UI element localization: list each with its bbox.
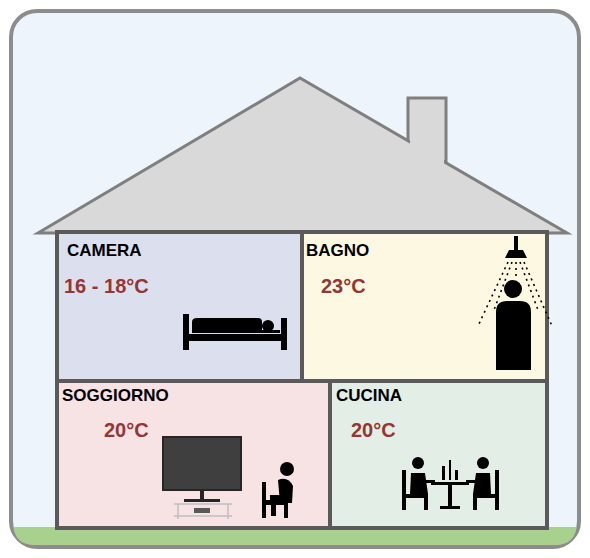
tv-icon-part-part [174,515,232,517]
person-seated-part [271,500,276,516]
tv-icon-part-part [177,504,179,519]
tv-icon-part [200,490,204,500]
shower-icon-part-part [515,262,517,276]
room-box: CUCINA 20°C [330,381,545,526]
person-seated-part [270,495,286,500]
shower-icon-part [514,236,518,250]
dining-icon-part [431,482,469,485]
room-temperature: 20°C [104,420,149,440]
dining-icon-part [449,460,451,480]
chimney-part [408,98,446,170]
person-seated-part [278,479,293,503]
dining-icon [402,457,499,510]
bed-icon-part [183,314,189,350]
dining-icon-part [448,485,452,507]
dining-icon-part [495,470,499,504]
bed-icon-part [183,334,287,341]
house-walls-part [328,381,332,528]
room-name: CAMERA [67,242,142,259]
dining-icon-part [455,470,458,480]
dining-icon-part [402,470,406,504]
dining-icon-part [473,473,491,494]
dining-icon-part [473,494,499,498]
shower-icon [478,236,552,370]
person-seated-part [262,482,266,518]
dining-icon-part [402,494,428,498]
room-box: SOGGIORNO 20°C [59,381,330,526]
person-seated [262,462,294,518]
house-walls [57,232,547,528]
room-name: SOGGIORNO [62,387,169,404]
bed-icon-part [258,330,280,333]
shower-icon-part-part [494,262,512,310]
room-name: BAGNO [306,242,369,259]
house-walls-part [57,379,547,383]
dining-icon-part [423,480,435,483]
shower-icon-part [504,280,522,298]
dining-icon-part [402,498,406,510]
bed-icon-part [262,320,274,332]
person-seated-part [262,505,266,518]
tv-icon-part-part [174,503,232,505]
dining-icon-part [410,473,428,494]
chimney-join [410,130,444,168]
bed-icon [183,314,287,350]
shower-icon-part-part [478,262,508,326]
room-temperature: 23°C [321,276,366,296]
house-walls-part [300,232,304,381]
room-temperature: 20°C [351,420,396,440]
shower-icon-part [496,301,531,370]
person-seated-part [284,505,288,518]
tv-icon-part-part [227,504,229,519]
shower-icon-part [478,262,552,326]
frame [11,11,579,547]
person-seated-part [280,462,294,476]
person-seated-part [262,500,288,505]
dining-icon-part [466,480,478,483]
bed-icon-part [281,318,287,350]
tv-icon [163,437,241,519]
dining-icon-part [412,457,424,469]
shower-icon-part [505,250,527,258]
dining-icon-part [442,466,445,480]
dining-icon-part [473,498,477,510]
bed-icon-part [192,318,262,333]
dining-icon-part [495,498,499,510]
room-box: BAGNO 23°C [302,234,545,381]
roof [38,78,567,233]
room-box: CAMERA 16 - 18°C [59,234,302,381]
dining-icon-part [440,506,460,509]
house-walls-part [57,232,547,528]
dining-icon-part [424,498,428,510]
dining-icon-part [477,457,489,469]
room-temperature: 16 - 18°C [64,276,149,296]
shower-icon-part-part [520,262,538,310]
room-name: CUCINA [336,387,402,404]
shower-icon-part-part [524,262,552,326]
tv-icon-part [174,504,232,519]
chimney [408,98,446,170]
tv-icon-part [184,499,220,502]
tv-icon-part [194,508,210,513]
tv-icon-part [163,437,241,490]
